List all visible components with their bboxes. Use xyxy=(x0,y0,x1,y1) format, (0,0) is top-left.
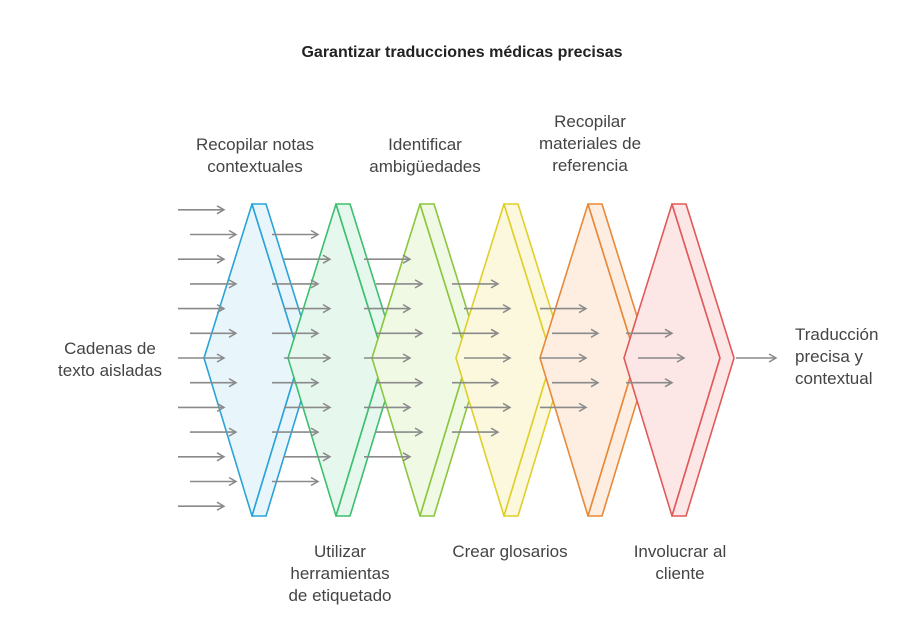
stage-label-5: Recopilar materiales de referencia xyxy=(538,112,642,175)
stage-label-4: Crear glosarios xyxy=(452,542,568,561)
stage-shape-2 xyxy=(287,203,385,517)
stage-label-2: Utilizar herramientas de etiquetado xyxy=(288,542,392,605)
stage-label-6: Involucrar al cliente xyxy=(633,542,727,583)
stage-shape-6 xyxy=(623,203,721,517)
stage-shape-edge-6 xyxy=(671,203,735,517)
output-label: Traducción precisa y contextual xyxy=(795,325,879,388)
stage-shape-1 xyxy=(203,203,301,517)
stage-shape-3 xyxy=(371,203,469,517)
arrow-group xyxy=(178,205,778,511)
stage-shape-4 xyxy=(455,203,553,517)
input-label: Cadenas de texto aisladas xyxy=(58,339,162,380)
page-title: Garantizar traducciones médicas precisas xyxy=(301,44,623,61)
stage-label-1: Recopilar notas contextuales xyxy=(195,135,315,176)
stage-shape-5 xyxy=(539,203,637,517)
stage-shapes xyxy=(203,203,735,517)
stage-label-3: Identificar ambigüedades xyxy=(369,135,481,176)
